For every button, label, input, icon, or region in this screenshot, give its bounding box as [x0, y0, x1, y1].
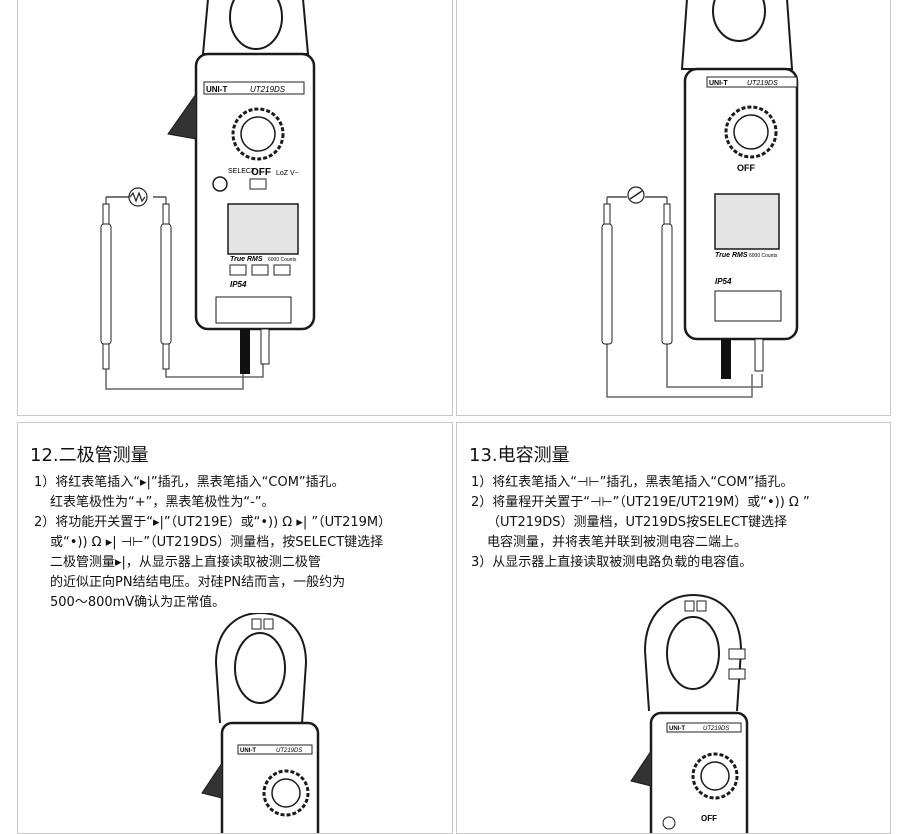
step-line: 电容测量，并将表笔并联到被测电容二端上。	[487, 535, 748, 550]
counts-label: 6000 Counts	[268, 257, 297, 263]
lcd-display	[227, 203, 299, 255]
model-label: UT219DS	[747, 80, 778, 87]
brand-label: UNI-T	[240, 748, 256, 754]
step-line: （UT219DS）测量档，UT219DS按SELECT键选择	[487, 515, 788, 530]
clamp-meter: UNI-T UT219DS SELECT OFF LoZ V~ True RMS…	[167, 0, 316, 374]
panel-diode-measurement: 12.二极管测量 1）将红表笔插入“▸|”插孔，黑表笔插入“COM”插孔。 红表…	[17, 422, 453, 834]
section-title: 12.二极管测量	[30, 445, 149, 466]
instruction-list: 1）将红表笔插入“⊣⊢”插孔，黑表笔插入“COM”插孔。 2）将量程开关置于“⊣…	[471, 473, 871, 573]
instruction-list: 1）将红表笔插入“▸|”插孔，黑表笔插入“COM”插孔。 红表笔极性为“+”，黑…	[34, 473, 394, 613]
brand-label: UNI-T	[206, 85, 227, 94]
red-probe	[160, 203, 172, 370]
meter-illustration: UNI-T UT219DS SELECT OFF LoZ V~ True RMS…	[100, 0, 316, 390]
red-probe	[661, 203, 673, 345]
model-label: UT219DS	[276, 748, 302, 754]
switch-icon	[627, 186, 645, 204]
ip-rating: IP54	[715, 277, 732, 286]
black-probe	[601, 203, 613, 345]
meter-illustration: UNI-T UT219DS	[201, 613, 320, 833]
maxmin-button[interactable]	[249, 178, 267, 190]
step-line: 500～800mV确认为正常值。	[50, 595, 226, 610]
step-line: 的近似正向PN结结电压。对硅PN结而言，一般约为	[50, 575, 346, 590]
true-rms-label: True RMS	[715, 252, 748, 259]
brand-label: UNI-T	[669, 726, 685, 732]
counts-label: 6000 Counts	[749, 253, 778, 259]
step-line: 1）将红表笔插入“▸|”插孔，黑表笔插入“COM”插孔。	[34, 475, 345, 490]
range-button[interactable]	[229, 264, 247, 276]
black-plug	[721, 339, 731, 379]
ip-rating: IP54	[230, 280, 247, 289]
step-line: 2）将功能开关置于“▸|”（UT219E）或“•)) Ω ▸| ”（UT219M…	[34, 515, 392, 530]
panel-resistor-measurement: UNI-T UT219DS SELECT OFF LoZ V~ True RMS…	[17, 0, 453, 416]
off-label: OFF	[701, 814, 717, 823]
meter-illustration: UNI-T UT219DS OFF	[630, 593, 749, 833]
off-label: OFF	[737, 163, 755, 173]
step-line: 二极管测量▸|，从显示器上直接读取被测二极管	[50, 555, 321, 570]
off-label: OFF	[251, 167, 271, 178]
panel-continuity-measurement: UNI-T UT219DS OFF True RMS 6000 Counts I…	[456, 0, 891, 416]
model-label: UT219DS	[250, 85, 286, 94]
rel-button[interactable]	[251, 264, 269, 276]
va-button[interactable]	[273, 264, 291, 276]
brand-label: UNI-T	[709, 80, 728, 87]
section-title: 13.电容测量	[469, 445, 570, 466]
select-button[interactable]	[662, 816, 676, 830]
red-plug	[260, 328, 270, 365]
meter-illustration: UNI-T UT219DS OFF True RMS 6000 Counts I…	[601, 0, 799, 398]
step-line: 1）将红表笔插入“⊣⊢”插孔，黑表笔插入“COM”插孔。	[471, 475, 794, 490]
step-line: 3）从显示器上直接读取被测电路负载的电容值。	[471, 555, 753, 570]
lcd-display	[714, 193, 780, 250]
model-label: UT219DS	[703, 726, 729, 732]
step-line: 或“•)) Ω ▸| ⊣⊢”（UT219DS）测量档，按SELECT键选择	[50, 535, 384, 550]
true-rms-label: True RMS	[230, 256, 263, 263]
black-plug	[240, 329, 250, 374]
panel-capacitance-measurement: 13.电容测量 1）将红表笔插入“⊣⊢”插孔，黑表笔插入“COM”插孔。 2）将…	[456, 422, 891, 834]
select-label: SELECT	[228, 168, 256, 175]
lozv-label: LoZ V~	[276, 170, 299, 177]
step-line: 2）将量程开关置于“⊣⊢”（UT219E/UT219M）或“•)) Ω ”	[471, 495, 810, 510]
resistor-icon	[128, 187, 148, 207]
select-button[interactable]	[212, 176, 228, 192]
black-probe	[100, 203, 112, 370]
step-line: 红表笔极性为“+”，黑表笔极性为“-”。	[50, 495, 275, 510]
red-plug	[754, 338, 764, 372]
clamp-meter: UNI-T UT219DS OFF True RMS 6000 Counts I…	[680, 0, 799, 379]
